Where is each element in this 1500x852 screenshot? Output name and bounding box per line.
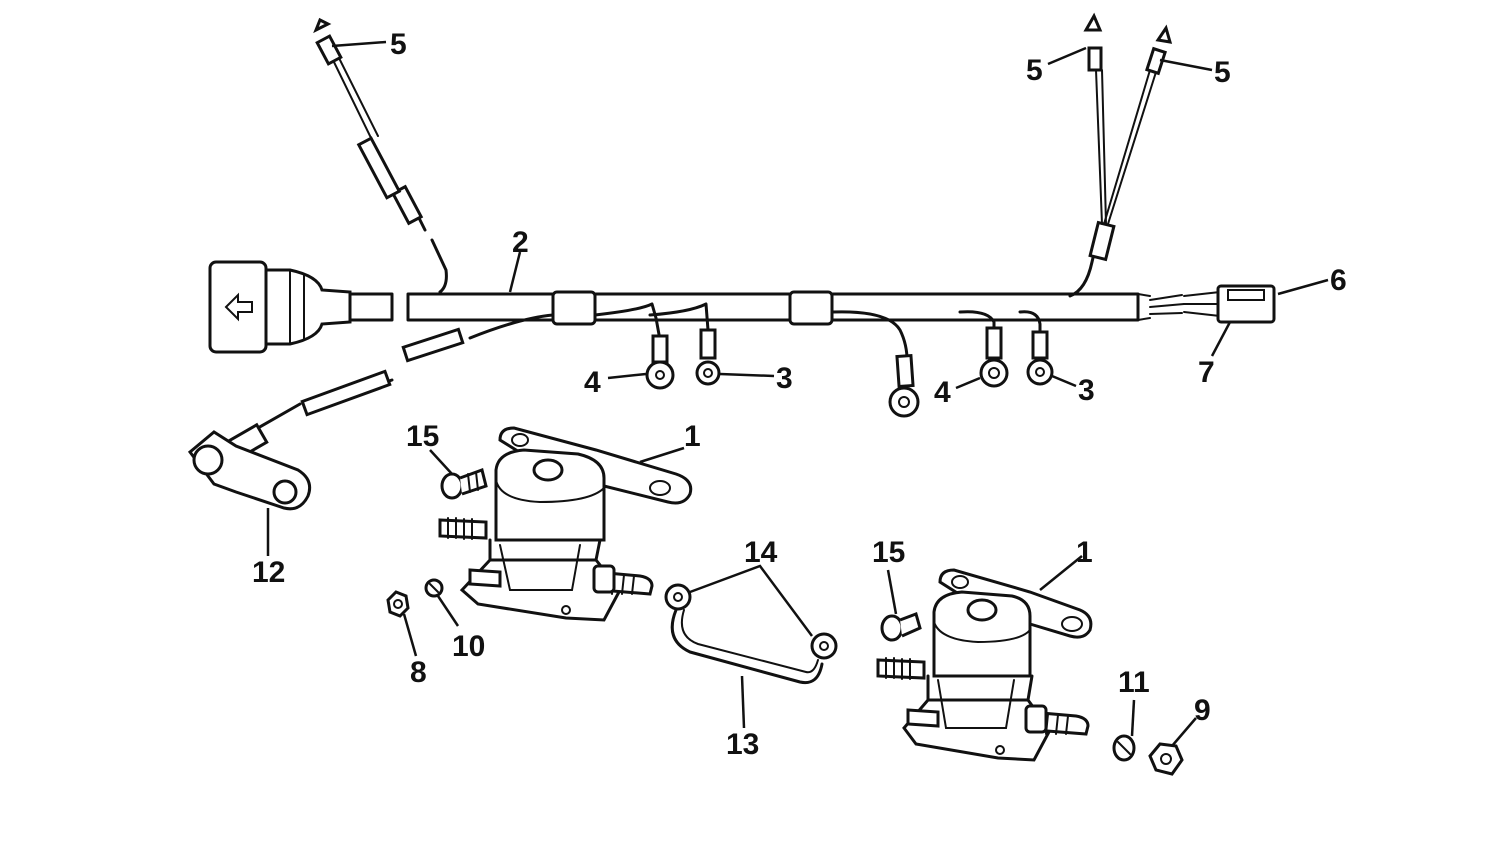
screw-right xyxy=(880,612,922,642)
branch-wire-left xyxy=(313,17,448,294)
callout-1: 1 xyxy=(1076,536,1093,569)
harness-sleeve xyxy=(788,290,834,326)
leader-lines xyxy=(266,40,1329,747)
callout-1: 1 xyxy=(684,420,701,453)
nut-9 xyxy=(1148,742,1184,776)
ring-terminal-center xyxy=(830,310,920,418)
screw-left xyxy=(440,468,488,500)
callout-4: 4 xyxy=(934,376,951,409)
nut-8 xyxy=(386,590,410,618)
connector-body xyxy=(1216,284,1276,324)
callout-10: 10 xyxy=(452,630,485,663)
branch-wire-ground xyxy=(187,313,555,511)
solenoid-right xyxy=(876,568,1093,762)
callout-7: 7 xyxy=(1198,356,1215,389)
ring-terminals-left xyxy=(593,302,721,390)
callout-5: 5 xyxy=(390,28,407,61)
callout-8: 8 xyxy=(410,656,427,689)
callout-5: 5 xyxy=(1214,56,1231,89)
callout-3: 3 xyxy=(776,362,793,395)
callout-14: 14 xyxy=(744,536,778,569)
harness-main xyxy=(208,260,1276,354)
callout-3: 3 xyxy=(1078,374,1095,407)
harness-sleeve xyxy=(551,290,597,326)
callout-2: 2 xyxy=(512,226,529,259)
lockwasher-10 xyxy=(424,578,444,598)
callout-6: 6 xyxy=(1330,264,1347,297)
arrow-icon xyxy=(224,292,253,322)
callout-12: 12 xyxy=(252,556,285,589)
callout-15: 15 xyxy=(872,536,905,569)
callout-5: 5 xyxy=(1026,54,1043,87)
callout-13: 13 xyxy=(726,728,759,761)
callout-11: 11 xyxy=(1118,666,1150,699)
jumper-strap xyxy=(664,583,838,685)
harness-plug xyxy=(208,260,352,354)
lockwasher-11 xyxy=(1112,734,1136,762)
callout-9: 9 xyxy=(1194,694,1211,727)
callout-4: 4 xyxy=(584,366,601,399)
ring-terminals-right xyxy=(958,310,1054,388)
callout-15: 15 xyxy=(406,420,439,453)
callout-labels: 5 5 5 2 6 7 4 3 4 3 1 1 15 15 12 14 8 10… xyxy=(252,28,1347,761)
branch-wires-right xyxy=(1068,12,1173,298)
solenoid-left xyxy=(438,426,693,622)
